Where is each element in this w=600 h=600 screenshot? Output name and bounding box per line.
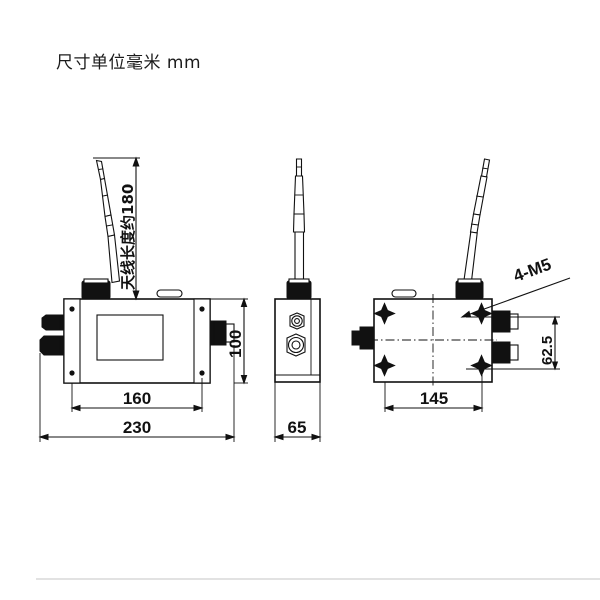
callout-4-m5-text: 4-M5 [511, 255, 554, 286]
dim-height-100-text: 100 [226, 330, 245, 358]
front-view-right-connector [209, 320, 235, 346]
rear-view-antenna-collar [457, 278, 482, 284]
side-view-antenna-base [286, 280, 312, 300]
dim-width-145: 145 [383, 369, 484, 412]
side-view-connector-large [286, 333, 306, 357]
front-view-antenna-icon [95, 159, 121, 284]
dim-width-230: 230 [38, 345, 236, 442]
rear-view-antenna-base [455, 280, 484, 300]
dim-width-160: 160 [70, 378, 204, 412]
dim-width-145-text: 145 [420, 389, 448, 408]
dim-antenna-length: 天线长度约180 [93, 156, 140, 301]
front-view-display-window [96, 314, 164, 361]
front-view-top-vent-icon [156, 289, 183, 298]
rear-view-right-connectors [491, 310, 519, 364]
front-view-right-flange [193, 298, 211, 384]
side-view-antenna-icon [292, 158, 306, 281]
dim-antenna-length-text: 天线长度约180 [119, 184, 137, 290]
front-view-left-flange [63, 298, 81, 384]
rear-view-antenna-icon [463, 158, 491, 282]
dim-depth-65-text: 65 [288, 418, 307, 437]
dim-width-160-text: 160 [123, 389, 151, 408]
side-view-connector-small [289, 312, 305, 330]
dim-width-230-text: 230 [123, 418, 151, 437]
front-view-antenna-collar [83, 278, 109, 284]
front-view-hole-bottom-right [199, 370, 205, 376]
front-view: 天线长度约180 100 160 [38, 156, 248, 442]
side-view-antenna-collar [288, 278, 310, 284]
rear-view-top-vent-icon [391, 289, 417, 298]
dim-height-625-text: 62.5 [539, 336, 556, 365]
page-title: 尺寸单位毫米 mm [56, 53, 202, 73]
dim-depth-65: 65 [273, 382, 322, 442]
front-view-left-connectors [39, 314, 65, 356]
front-view-antenna-base [81, 280, 111, 300]
front-view-hole-bottom-left [69, 370, 75, 376]
front-view-hole-top-left [69, 306, 75, 312]
rear-view: 4-M5 62.5 145 [351, 158, 571, 412]
front-view-hole-top-right [199, 306, 205, 312]
rear-view-left-connector [351, 326, 375, 350]
dim-height-100: 100 [210, 297, 248, 385]
side-view: 65 [273, 158, 322, 442]
bottom-divider [36, 578, 600, 580]
rear-view-mounting-holes [373, 302, 493, 377]
